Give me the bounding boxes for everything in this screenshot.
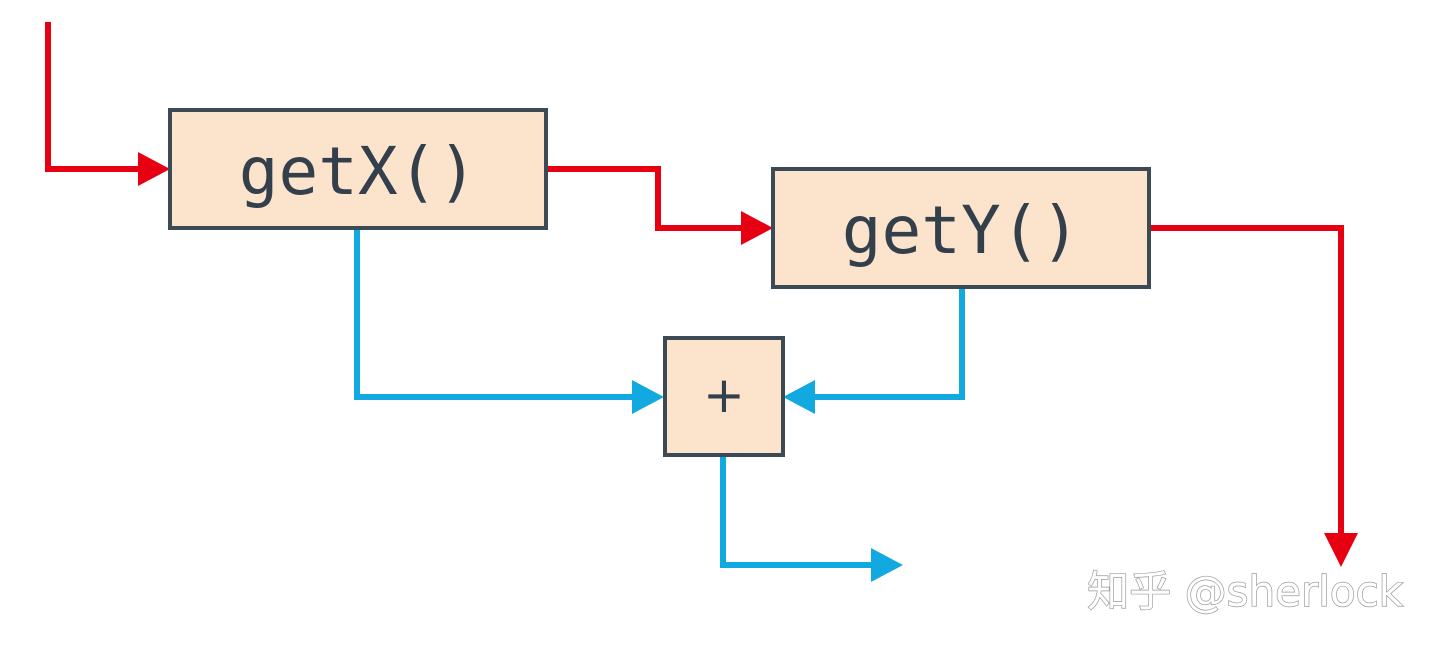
arrowhead-getx-to-plus (632, 380, 664, 414)
node-getx-box (168, 108, 548, 230)
arrowhead-gety-to-exit (1324, 533, 1358, 567)
edge-gety-to-exit (1149, 225, 1344, 535)
edge-gety-to-plus (814, 288, 965, 400)
node-gety: getY() (771, 167, 1151, 289)
node-getx-label: getX() (239, 133, 477, 210)
control-flow-edges (45, 22, 1358, 567)
edge-plus-to-output (720, 456, 872, 568)
arrowhead-gety-to-plus (783, 380, 815, 414)
watermark-text: 知乎 @sherlock (1087, 567, 1403, 616)
edge-getx-to-gety (546, 166, 742, 231)
node-plus: + (663, 336, 785, 457)
arrowhead-entry-to-getx (138, 152, 170, 186)
node-gety-box (771, 167, 1151, 289)
arrowhead-getx-to-gety (741, 211, 773, 245)
node-getx: getX() (168, 108, 548, 230)
node-gety-label: getY() (842, 192, 1080, 269)
node-plus-label: + (703, 366, 745, 424)
data-flow-edges (354, 228, 965, 582)
arrowhead-plus-to-output (871, 548, 903, 582)
edge-entry-to-getx (45, 22, 140, 172)
node-plus-box (663, 336, 785, 457)
edge-getx-to-plus (354, 228, 634, 400)
